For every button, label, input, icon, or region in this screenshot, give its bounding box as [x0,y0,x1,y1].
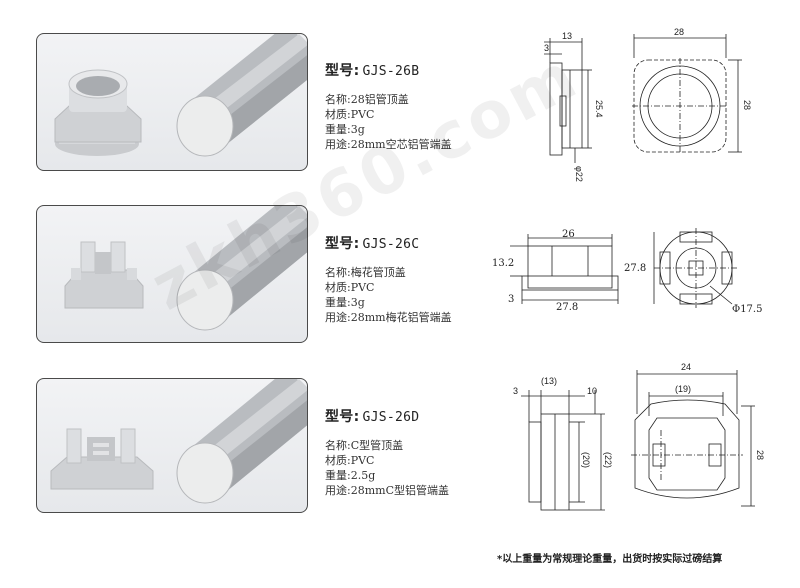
aluminum-tube [176,34,307,157]
spec-usage: 用途:28mm空芯铝管端盖 [325,138,452,151]
end-cap-part [50,428,154,490]
product-photo-gjs-26d [36,378,308,513]
front-view [632,34,742,154]
technical-drawing-gjs-26c: 26 13.2 3 27.8 27.8 Φ17.5 [492,228,780,327]
model-label: 型号: [325,63,360,79]
model-number: 型号:GJS-26B [325,60,505,80]
spec-name: 名称:梅花管顶盖 [325,266,406,279]
product-photo-gjs-26b [36,33,308,171]
model-number: 型号:GJS-26D [325,406,505,426]
spec-material: 材质:PVC [325,281,375,294]
product-photo-gjs-26c [36,205,308,343]
model-label: 型号: [325,409,360,425]
side-view [510,234,619,304]
dim-front-height: 27.8 [624,263,646,274]
side-view [544,38,592,163]
dim-side-left: 3 [544,43,549,53]
model-label: 型号: [325,236,360,252]
spec-material: 材质:PVC [325,108,375,121]
end-cap-part [54,69,142,156]
dim-side-bottom-left: 3 [508,294,514,305]
spec-weight: 重量:3g [325,296,365,309]
dim-side-right: 10 [587,386,597,396]
dim-side-bottom: 27.8 [556,302,578,313]
dim-side-height: 25.4 [594,100,604,118]
dim-side-outer-height: (22) [603,452,613,468]
dim-front-inner-width: (19) [675,384,691,394]
aluminum-tube [176,206,307,331]
spec-name: 名称:28铝管顶盖 [325,93,409,106]
front-view [653,228,738,308]
dim-side-top: 26 [562,229,575,240]
dim-side-diameter: φ22 [574,166,584,182]
dim-front-height: 28 [755,450,765,460]
spec-name: 名称:C型管顶盖 [325,439,404,452]
spec-usage: 用途:28mm梅花铝管端盖 [325,311,452,324]
dim-side-left: 13.2 [492,258,514,269]
dim-front-width: 28 [674,27,684,37]
dim-side-left: 3 [513,386,518,396]
product-info-gjs-26b: 型号:GJS-26B 名称:28铝管顶盖 材质:PVC 重量:3g 用途:28m… [325,60,505,152]
dim-side-inner-height: (20) [581,452,591,468]
dim-front-width: 24 [681,362,691,372]
spec-usage: 用途:28mmC型铝管端盖 [325,484,449,497]
dim-front-height: 28 [742,100,752,110]
product-info-gjs-26d: 型号:GJS-26D 名称:C型管顶盖 材质:PVC 重量:2.5g 用途:28… [325,406,505,498]
aluminum-tube [176,379,307,504]
model-number: 型号:GJS-26C [325,233,505,253]
model-code: GJS-26C [362,237,420,252]
technical-drawing-gjs-26b: 13 3 25.4 φ22 28 28 [530,27,770,182]
front-view [631,370,755,507]
dim-side-top: (13) [541,376,557,386]
spec-material: 材质:PVC [325,454,375,467]
product-info-gjs-26c: 型号:GJS-26C 名称:梅花管顶盖 材质:PVC 重量:3g 用途:28mm… [325,233,505,325]
spec-weight: 重量:2.5g [325,469,376,482]
model-code: GJS-26D [362,410,420,425]
weight-footnote: *以上重量为常规理论重量，出货时按实际过磅结算 [497,554,723,565]
technical-drawing-gjs-26d: 3 (13) 10 (20) (22) 24 (19) 28 [505,360,780,539]
end-cap-part [64,241,144,309]
dim-side-top: 13 [562,31,572,41]
dim-front-diameter: Φ17.5 [732,304,762,315]
spec-weight: 重量:3g [325,123,365,136]
side-view [521,390,605,511]
model-code: GJS-26B [362,64,420,79]
